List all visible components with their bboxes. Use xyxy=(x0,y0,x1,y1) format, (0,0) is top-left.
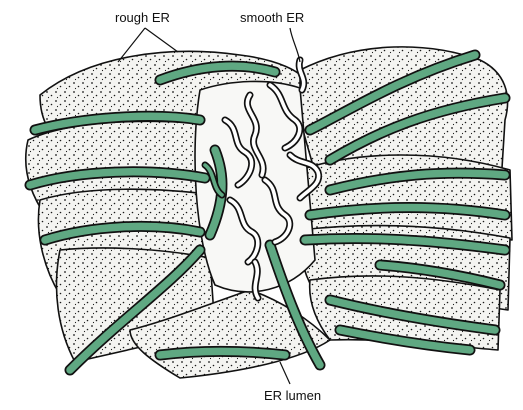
leader-smooth-er xyxy=(290,28,300,62)
leader-er-lumen xyxy=(280,362,290,384)
label-rough-er: rough ER xyxy=(115,10,170,25)
er-lumen-fill xyxy=(160,351,285,355)
label-er-lumen: ER lumen xyxy=(264,388,321,403)
smooth-er-tubule-fill xyxy=(255,262,258,298)
label-smooth-er: smooth ER xyxy=(240,10,304,25)
